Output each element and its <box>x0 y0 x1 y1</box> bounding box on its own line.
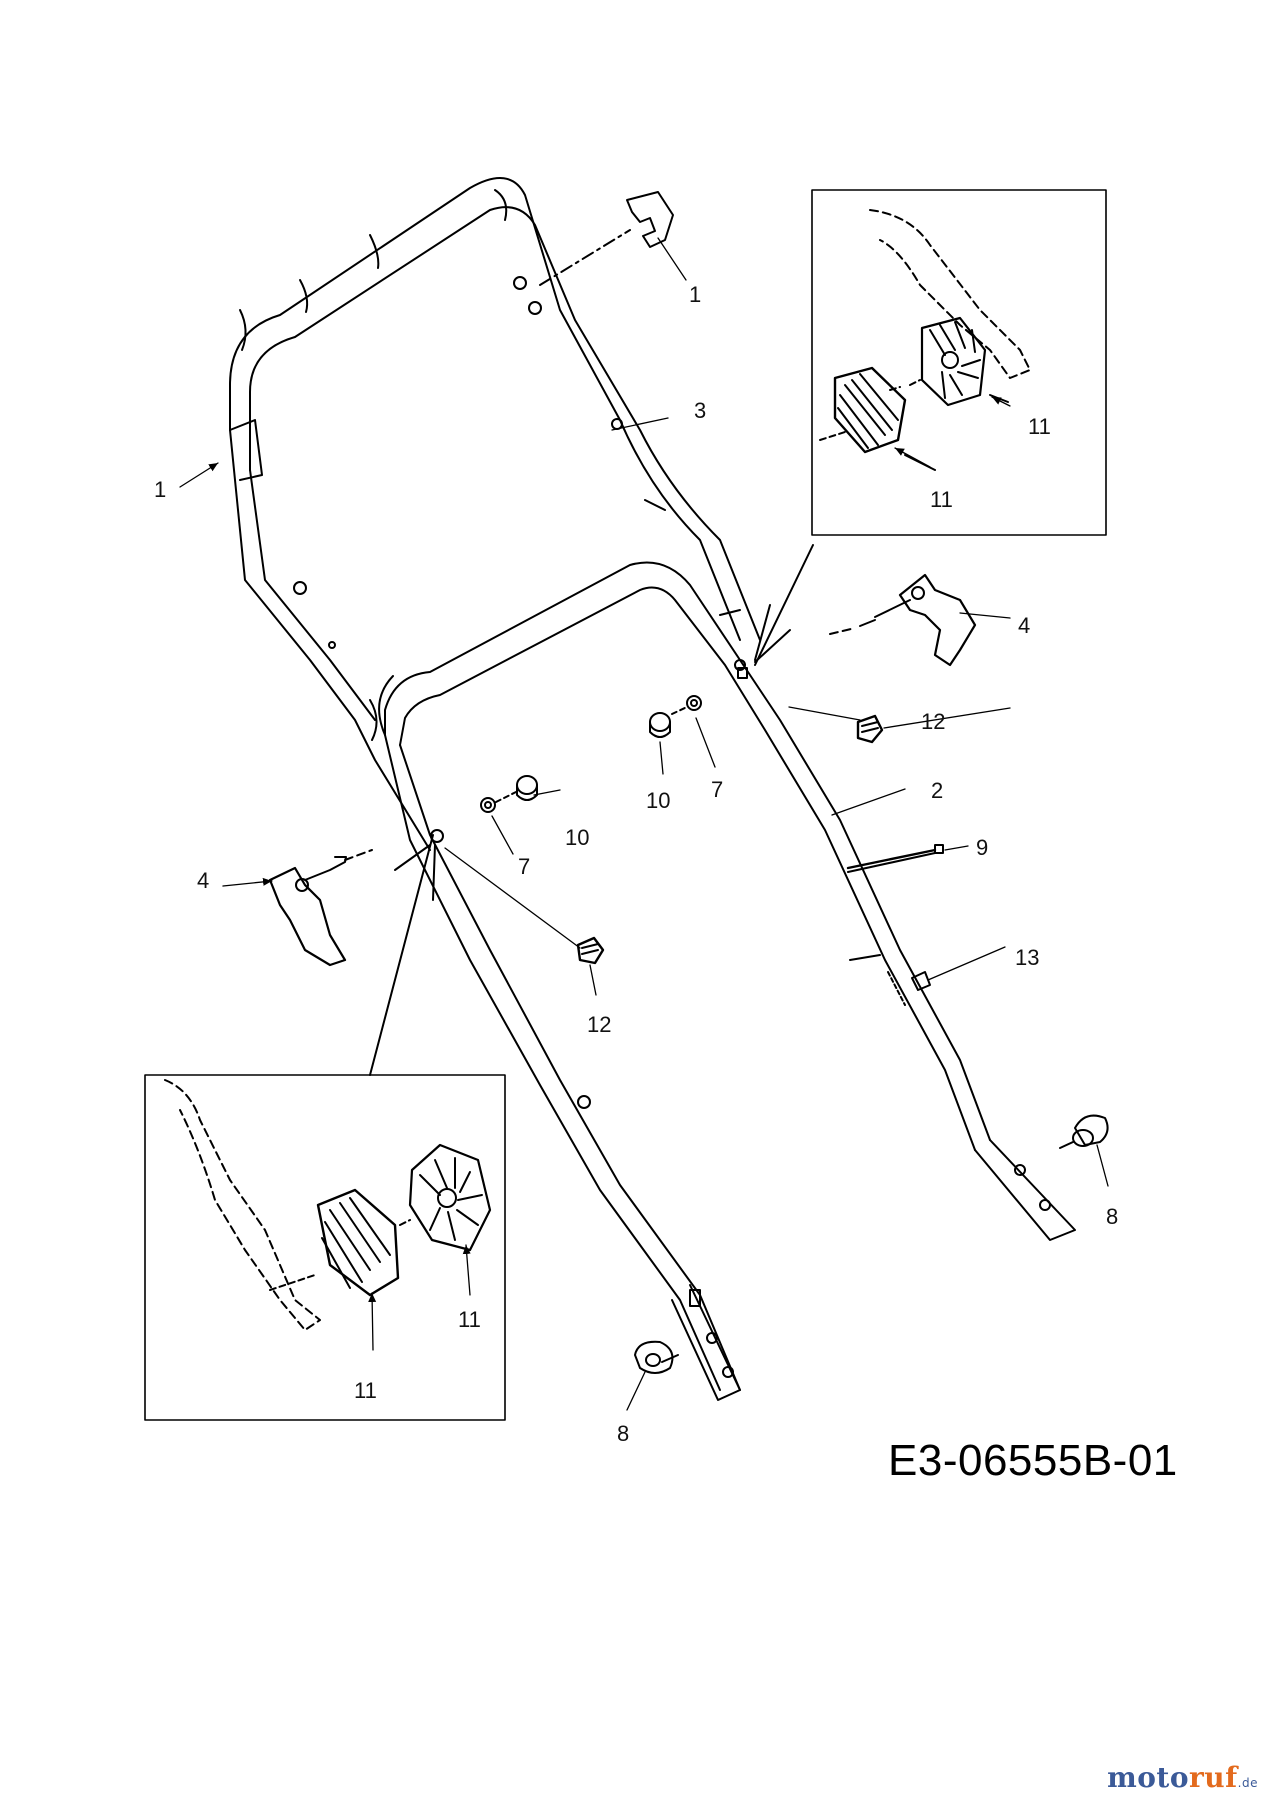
callout-11-top-b: 11 <box>930 487 953 512</box>
callout-7-left: 7 <box>518 854 530 879</box>
callout-labels: 1 1 3 2 4 4 7 7 8 8 9 10 10 11 11 11 11 … <box>154 282 1118 1446</box>
cable-clip <box>887 971 931 1006</box>
callout-10-left: 10 <box>565 825 589 850</box>
callout-3: 3 <box>694 398 706 423</box>
callout-11-top-a: 11 <box>1028 414 1051 439</box>
callout-11-bottom-b: 11 <box>354 1378 377 1403</box>
callout-leaders <box>179 237 1109 1411</box>
nut-left <box>480 791 517 813</box>
watermark-part-2: ruf <box>1189 1761 1238 1794</box>
callout-12-left: 12 <box>587 1012 611 1037</box>
callout-4-right: 4 <box>1018 613 1030 638</box>
watermark-part-1: moto <box>1107 1761 1190 1794</box>
knob-lever-right <box>829 573 977 667</box>
callout-4-left: 4 <box>197 868 209 893</box>
spacer-left <box>516 775 538 801</box>
detail-inset-bottom <box>144 1074 506 1421</box>
watermark-part-3: .de <box>1237 1776 1258 1790</box>
spacer-right <box>649 712 671 738</box>
callout-9: 9 <box>976 835 988 860</box>
callout-1-left: 1 <box>154 477 166 502</box>
cable-tie <box>846 844 944 873</box>
callout-13: 13 <box>1015 945 1039 970</box>
upper-handle <box>229 177 761 851</box>
callout-1-top: 1 <box>689 282 701 307</box>
callout-12-right: 12 <box>921 709 945 734</box>
lock-nut-right <box>856 714 884 744</box>
callout-7-right: 7 <box>711 777 723 802</box>
fastener-knob-bottom <box>634 1340 679 1374</box>
callout-10-right: 10 <box>646 788 670 813</box>
diagram-code: E3-06555B-01 <box>888 1436 1178 1485</box>
watermark-logo: motoruf.de <box>1107 1761 1258 1794</box>
nut-right <box>671 695 702 715</box>
knob-lever-left <box>268 849 373 967</box>
callout-8-bottom: 8 <box>617 1421 629 1446</box>
callout-11-bottom-a: 11 <box>458 1307 481 1332</box>
lock-nut-left <box>576 936 605 965</box>
callout-8-right: 8 <box>1106 1204 1118 1229</box>
detail-inset-top <box>811 189 1107 536</box>
fastener-knob-right <box>1059 1114 1109 1149</box>
grip-clip-part <box>539 191 674 286</box>
callout-2: 2 <box>931 778 943 803</box>
lower-handle <box>378 561 1076 1401</box>
